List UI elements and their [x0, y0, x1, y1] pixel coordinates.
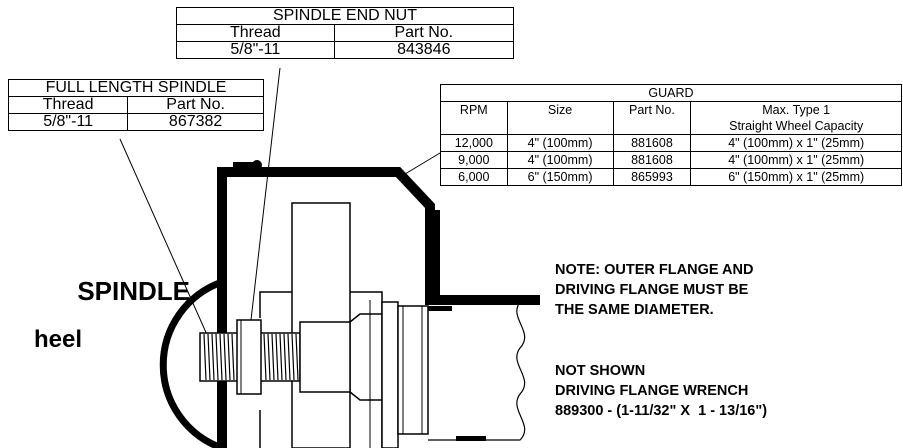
thread-line [295, 333, 299, 381]
spindle-threads [203, 333, 299, 381]
wheel-heading: heel [33, 326, 82, 353]
thread-line [231, 333, 235, 381]
guard-body [217, 167, 540, 448]
thread-line [219, 333, 223, 381]
guard-clamp [233, 162, 255, 171]
spindle [199, 313, 382, 401]
guard-part-cell: 881608 [612, 151, 692, 169]
thread-line [283, 333, 287, 381]
thread-line [275, 333, 279, 381]
guard-clamp-screw [252, 160, 262, 170]
housing-seam-bottom [456, 436, 486, 441]
guard-part-cell: 881608 [612, 134, 692, 152]
spindle-part-value: 867382 [127, 113, 264, 131]
nut-part-value: 843846 [333, 41, 515, 59]
table-row: 6,000 6" (150mm) 865993 6" (150mm) x 1" … [440, 168, 902, 186]
flange-note-line: THE SAME DIAMETER. [555, 302, 714, 318]
guard-part-cell: 865993 [612, 168, 692, 186]
spindle-thread-header: Thread [7, 96, 129, 114]
wrench-note-line: DRIVING FLANGE WRENCH [555, 383, 749, 399]
spindle-table-title: FULL LENGTH SPINDLE [8, 79, 264, 97]
spindle-end-nut-table: SPINDLE END NUT Thread Part No. 5/8"-11 … [176, 7, 515, 59]
thread-line [207, 333, 211, 381]
guard-table-title: GUARD [440, 84, 902, 102]
wrench-note-line: 889300 - (1-11/32" X 1 - 13/16") [555, 403, 768, 419]
guard-capacity-cell: 4" (100mm) x 1" (25mm) [690, 134, 902, 152]
flange-note-line: DRIVING FLANGE MUST BE [555, 282, 749, 298]
guard-capacity-cell: 6" (150mm) x 1" (25mm) [690, 168, 902, 186]
nut-part-header: Part No. [333, 24, 515, 42]
spindle-shoulder [299, 321, 351, 393]
spindle-taper-top [349, 313, 382, 323]
guard-size-cell: 4" (100mm) [506, 151, 614, 169]
guard-part-header: Part No. [612, 101, 692, 135]
guard-table: GUARD RPM Size Part No. Max. Type 1 Stra… [440, 84, 902, 186]
guard-housing [159, 160, 540, 448]
thread-line [291, 333, 295, 381]
wrench-note: NOT SHOWN DRIVING FLANGE WRENCH 889300 -… [555, 361, 767, 421]
thread-line [215, 333, 219, 381]
guard-capacity-cell: 4" (100mm) x 1" (25mm) [690, 151, 902, 169]
thread-line [211, 333, 215, 381]
flange-note: NOTE: OUTER FLANGE AND DRIVING FLANGE MU… [555, 260, 753, 320]
nut-table-title: SPINDLE END NUT [176, 7, 514, 25]
guard-size-cell: 4" (100mm) [506, 134, 614, 152]
bearing-collar [381, 301, 399, 448]
thread-line [279, 333, 283, 381]
nut-leader-line [247, 67, 281, 347]
thread-line [271, 333, 275, 381]
table-row: 12,000 4" (100mm) 881608 4" (100mm) x 1"… [440, 134, 902, 152]
driving-flange [350, 291, 383, 448]
guard-rpm-cell: 9,000 [440, 151, 508, 169]
thread-line [287, 333, 291, 381]
guard-rpm-cell: 6,000 [440, 168, 508, 186]
flange-note-line: NOTE: OUTER FLANGE AND [555, 262, 754, 278]
guard-rpm-cell: 12,000 [440, 134, 508, 152]
housing-seam-top [428, 306, 452, 311]
spindle-leader-line [119, 138, 217, 356]
guard-rpm-header: RPM [440, 101, 508, 135]
thread-line [203, 333, 207, 381]
table-row: 9,000 4" (100mm) 881608 4" (100mm) x 1" … [440, 151, 902, 169]
full-length-spindle-table: FULL LENGTH SPINDLE Thread Part No. 5/8"… [7, 79, 264, 131]
motor-housing-break [428, 301, 526, 441]
spindle-part-header: Part No. [127, 96, 264, 114]
thread-line [263, 333, 267, 381]
spindle-thread-value: 5/8"-11 [7, 113, 129, 131]
guard-size-cell: 6" (150mm) [506, 168, 614, 186]
wrench-note-line: NOT SHOWN [555, 363, 646, 379]
grinder-motor [381, 301, 526, 448]
outer-flange-left [259, 291, 292, 318]
guard-capacity-subheader: Straight Wheel Capacity [690, 118, 902, 135]
nut-thread-value: 5/8"-11 [176, 41, 335, 59]
thread-line [223, 333, 227, 381]
guard-side-plate [431, 210, 440, 295]
guard-size-header: Size [506, 101, 614, 135]
nut-thread-header: Thread [176, 24, 335, 42]
spindle-taper-bottom [349, 391, 382, 401]
thread-line [227, 333, 231, 381]
wheel-guard-arc [159, 278, 224, 448]
guard-capacity-header: Max. Type 1 [690, 101, 902, 118]
spindle-heading: SPINDLE [77, 276, 190, 306]
thread-line [267, 333, 271, 381]
